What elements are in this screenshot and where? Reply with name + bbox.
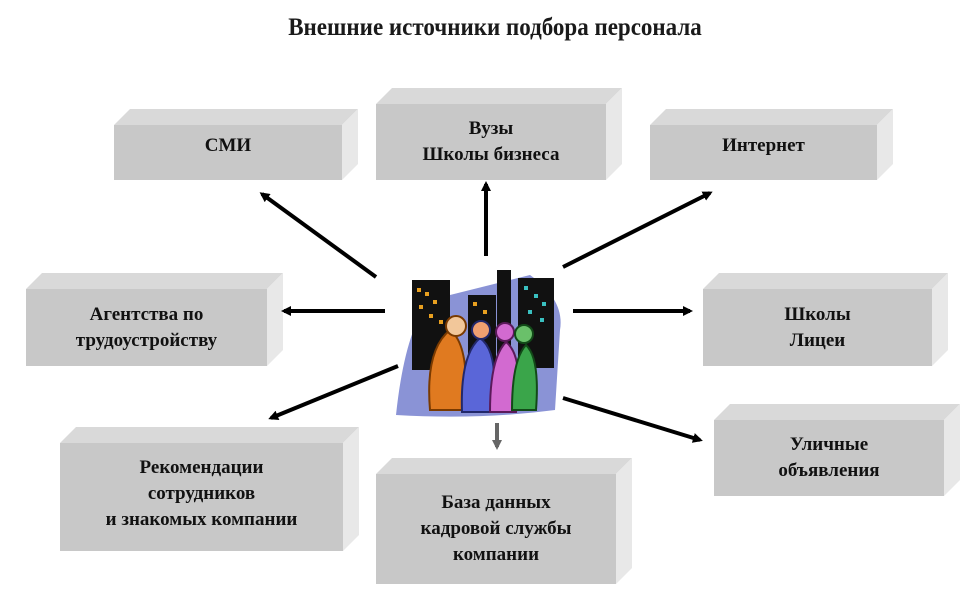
box-database-label: База данных кадровой службы компании (420, 492, 572, 565)
box-agency-label: Агентства по трудоустройству (75, 303, 218, 351)
box-street-label: Уличные объявления (778, 434, 880, 481)
arrow-to-internet (562, 191, 713, 269)
box-referrals-label: Рекомендации сотрудников и знакомых комп… (105, 457, 298, 530)
arrow-to-street (562, 396, 703, 443)
arrow-to-smi (259, 192, 378, 279)
box-referrals-3d (60, 427, 359, 551)
box-schools-label: Школы Лицеи (784, 303, 851, 351)
diagram-title: Внешние источники подбора персонала (288, 14, 702, 41)
box-smi-label: СМИ (204, 134, 252, 156)
arrow-to-referrals (268, 364, 399, 420)
box-database-3d (376, 458, 632, 584)
box-vuzy-3d (376, 88, 622, 180)
office-people-clipart (396, 270, 561, 417)
box-vuzy-label: Вузы Школы бизнеса (422, 118, 560, 165)
box-smi-3d (114, 109, 358, 180)
box-agency-3d (26, 273, 283, 366)
box-street-3d (714, 404, 960, 496)
box-internet-label: Интернет (722, 134, 805, 156)
box-internet-3d (650, 109, 893, 180)
box-schools-3d (703, 273, 948, 366)
